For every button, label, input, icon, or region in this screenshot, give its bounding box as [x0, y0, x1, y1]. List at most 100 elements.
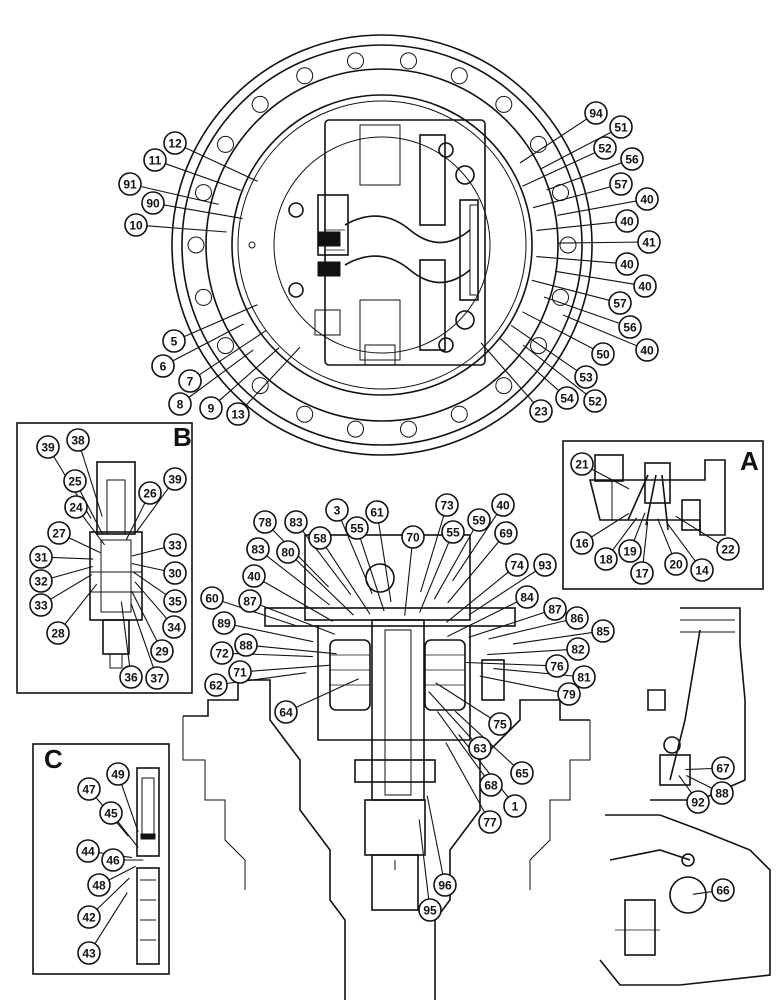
callout-number: 67 — [716, 762, 730, 776]
callout-number: 84 — [520, 591, 534, 605]
callout-c54: 54 — [555, 386, 579, 410]
callout-circle — [77, 905, 101, 929]
leader-line-c42 — [96, 877, 130, 910]
callout-circle — [418, 898, 442, 922]
callout-circle — [591, 619, 615, 643]
callout-c51: 51 — [609, 115, 633, 139]
callout-circle — [178, 369, 202, 393]
leader-line-c49 — [121, 784, 139, 832]
callout-number: 10 — [129, 219, 143, 233]
leader-line-c79 — [479, 675, 559, 693]
callout-c5: 5 — [162, 329, 186, 353]
callout-c40c: 40 — [615, 252, 639, 276]
bolt-hole — [450, 67, 468, 85]
callout-circle — [253, 510, 277, 534]
callout-circle — [468, 736, 492, 760]
leader-line-c63 — [428, 691, 474, 741]
callout-circle — [77, 777, 101, 801]
callout-c25: 25 — [63, 469, 87, 493]
bolt-hole — [495, 377, 513, 395]
leader-line-c40e — [562, 314, 638, 347]
callout-c57a: 57 — [609, 172, 633, 196]
leader-line-c78 — [272, 529, 329, 588]
callout-c67: 67 — [711, 756, 735, 780]
flange-top-view — [171, 34, 593, 456]
callout-number: 71 — [233, 666, 247, 680]
callout-circle — [162, 615, 186, 639]
leader-line-c6 — [172, 323, 244, 362]
leader-line-c48 — [108, 865, 136, 881]
callout-number: 74 — [510, 559, 524, 573]
callout-c90: 90 — [141, 191, 165, 215]
callout-c7: 7 — [178, 369, 202, 393]
leader-line-c16 — [591, 513, 629, 538]
leader-line-c60 — [222, 600, 299, 628]
callout-number: 39 — [168, 473, 182, 487]
callout-c71: 71 — [228, 660, 252, 684]
callout-number: 49 — [111, 768, 125, 782]
bolt-hole — [530, 135, 547, 153]
callout-number: 7 — [187, 375, 194, 389]
callout-c1: 1 — [503, 794, 527, 818]
callout-circle — [77, 941, 101, 965]
bolt-hole — [296, 405, 314, 423]
callout-circle — [565, 606, 589, 630]
callout-circle — [118, 172, 142, 196]
callout-c36: 36 — [119, 665, 143, 689]
callout-c40f: 40 — [491, 493, 515, 517]
callout-circle — [101, 848, 125, 872]
callout-c79: 79 — [557, 682, 581, 706]
callout-circle — [618, 539, 642, 563]
bolt-hole — [187, 236, 205, 254]
callout-number: 72 — [215, 647, 229, 661]
callout-number: 78 — [258, 516, 272, 530]
callout-c19: 19 — [618, 539, 642, 563]
callout-c78: 78 — [253, 510, 277, 534]
callout-c34: 34 — [162, 615, 186, 639]
callout-number: 41 — [642, 236, 656, 250]
callout-c31: 31 — [29, 545, 53, 569]
leader-line-c37 — [130, 602, 154, 668]
inset-c-frame: C — [32, 743, 170, 975]
callout-number: 79 — [562, 688, 576, 702]
callout-number: 33 — [34, 599, 48, 613]
callout-circle — [557, 682, 581, 706]
callout-circle — [503, 794, 527, 818]
callout-number: 40 — [247, 570, 261, 584]
callout-circle — [168, 392, 192, 416]
callout-number: 11 — [149, 154, 162, 168]
callout-number: 54 — [560, 392, 574, 406]
callout-c11: 11 — [143, 148, 167, 172]
callout-circle — [583, 389, 607, 413]
callout-number: 77 — [483, 816, 497, 830]
callout-number: 48 — [92, 879, 106, 893]
bolt-hole — [495, 95, 513, 113]
callout-circle — [570, 452, 594, 476]
bolt-hole-ring — [187, 52, 577, 438]
callout-c35: 35 — [163, 589, 187, 613]
callout-c82: 82 — [566, 637, 590, 661]
callout-number: 44 — [81, 845, 95, 859]
leader-line-c10 — [146, 225, 227, 233]
callout-c59: 59 — [467, 508, 491, 532]
leader-line-c56b — [543, 296, 620, 324]
inset-b-frame: B — [16, 422, 193, 694]
callout-circle — [716, 537, 740, 561]
leader-line-c69 — [447, 541, 500, 604]
callout-number: 28 — [51, 627, 65, 641]
bolt-hole — [530, 337, 547, 355]
callout-c22: 22 — [716, 537, 740, 561]
callout-circle — [479, 773, 503, 797]
callout-number: 95 — [423, 904, 437, 918]
leader-line-c19 — [633, 512, 646, 542]
callout-circle — [162, 329, 186, 353]
callout-c94: 94 — [584, 101, 608, 125]
callout-c77: 77 — [478, 810, 502, 834]
leader-lines — [50, 118, 719, 944]
leader-line-c83b — [266, 555, 331, 606]
callout-number: 24 — [69, 501, 83, 515]
callout-circle — [690, 558, 714, 582]
callout-c89: 89 — [212, 611, 236, 635]
